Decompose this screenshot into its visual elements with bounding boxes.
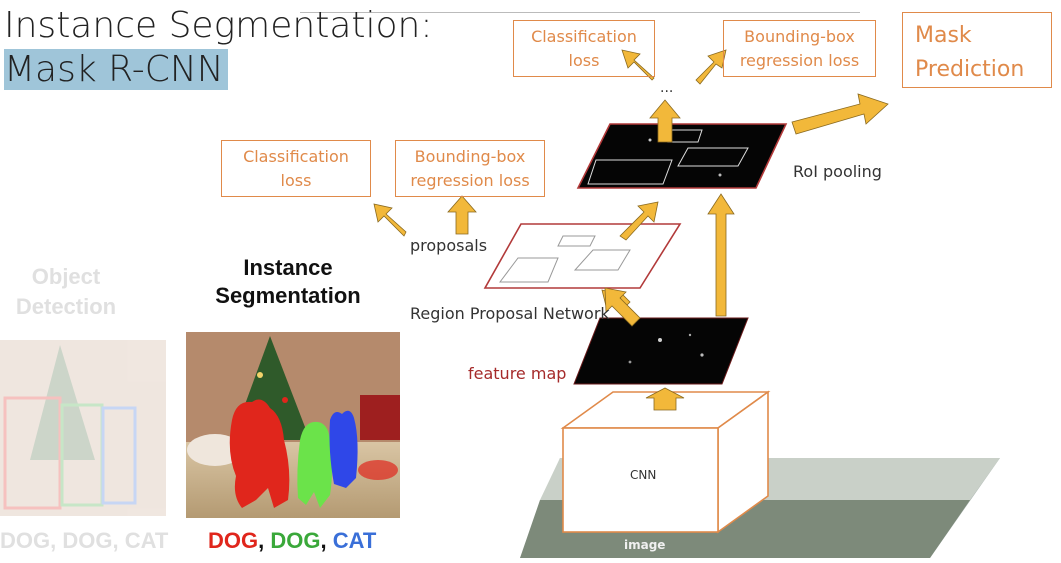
faded-class-dog-2: DOG xyxy=(62,528,113,553)
title-line-1: Instance Segmentation: xyxy=(4,5,433,46)
faded-sep-1: , xyxy=(50,528,57,553)
title-rule xyxy=(300,12,860,13)
roi-pooling-label: RoI pooling xyxy=(793,162,882,181)
arrow-to-mid-bbox xyxy=(447,195,477,235)
feature-map-plane xyxy=(573,317,749,385)
ellipsis-label: ... xyxy=(660,80,674,96)
slide-title: Instance Segmentation: Mask R-CNN xyxy=(4,4,432,92)
roi-pooling-plane xyxy=(576,123,788,189)
faded-class-list: DOG, DOG, CAT xyxy=(0,528,168,554)
rpn-plane xyxy=(483,223,682,289)
arrow-to-top-classification xyxy=(621,49,655,81)
faded-sep-2: , xyxy=(112,528,119,553)
top-classification-loss-text: Classification loss xyxy=(531,26,637,70)
class-dog-1: DOG xyxy=(208,528,259,553)
cnn-label: CNN xyxy=(630,468,657,482)
mid-bbox-loss-text: Bounding-box regression loss xyxy=(410,146,530,190)
mid-classification-loss-text: Classification loss xyxy=(243,146,349,190)
class-list: DOG, DOG, CAT xyxy=(208,528,376,554)
arrow-featuremap-to-roi xyxy=(707,193,735,317)
faded-detection-photo xyxy=(0,340,166,516)
title-line-2: Mask R-CNN xyxy=(4,49,228,90)
instance-segmentation-heading: Instance Segmentation xyxy=(215,255,361,308)
arrow-to-top-bbox xyxy=(695,49,727,85)
object-detection-heading: Object Detection xyxy=(15,264,117,319)
mid-classification-loss-box: Classification loss xyxy=(221,140,371,197)
faded-class-cat: CAT xyxy=(124,528,169,553)
top-bbox-loss-box: Bounding-box regression loss xyxy=(723,20,876,77)
feature-map-label: feature map xyxy=(468,364,567,383)
top-bbox-loss-text: Bounding-box regression loss xyxy=(739,26,860,70)
instance-segmentation-photo xyxy=(186,332,400,518)
faded-class-dog-1: DOG xyxy=(0,528,51,553)
class-sep-2: , xyxy=(320,528,327,553)
mask-prediction-text: Mask Prediction xyxy=(915,23,1025,82)
arrow-to-mask-prediction xyxy=(791,93,889,135)
arrow-rpn-to-roi xyxy=(619,201,659,241)
arrow-cnn-to-featuremap xyxy=(645,387,685,411)
mid-bbox-loss-box: Bounding-box regression loss xyxy=(395,140,545,197)
class-dog-2: DOG xyxy=(270,528,321,553)
class-sep-1: , xyxy=(258,528,265,553)
top-classification-loss-box: Classification loss xyxy=(513,20,655,77)
class-cat: CAT xyxy=(332,528,377,553)
arrow-to-mid-classification xyxy=(373,203,407,237)
cnn-block xyxy=(560,390,771,534)
rpn-label: Region Proposal Network xyxy=(410,304,610,323)
proposals-label: proposals xyxy=(410,236,488,255)
image-label: image xyxy=(624,538,666,552)
arrow-roi-up xyxy=(649,99,681,143)
arrow-featuremap-to-rpn xyxy=(604,287,641,327)
arrows xyxy=(373,49,889,411)
mask-prediction-box: Mask Prediction xyxy=(902,12,1052,88)
